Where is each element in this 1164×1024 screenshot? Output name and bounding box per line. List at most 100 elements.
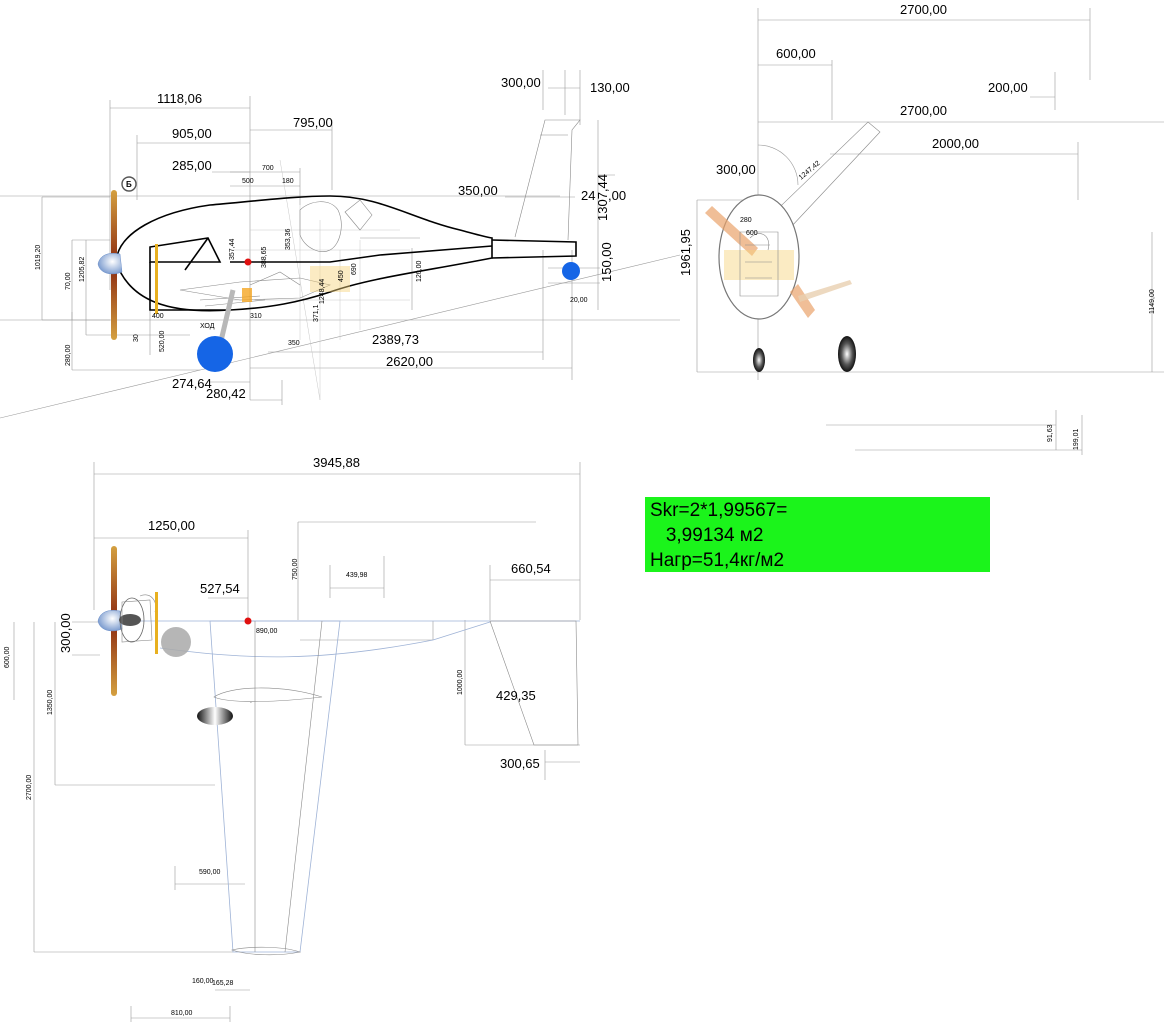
dim-1019: 1019,20 xyxy=(35,245,42,270)
front-dim-600-small: 600 xyxy=(746,230,758,237)
front-engine-sketch-icon xyxy=(739,231,779,297)
front-wing-left xyxy=(705,206,758,256)
top-dim-750: 750,00 xyxy=(292,558,299,580)
dim-450: 450 xyxy=(338,270,345,282)
dim-300: 300,00 xyxy=(501,75,541,90)
top-dim-810: 810,00 xyxy=(171,1010,193,1017)
dim-690: 690 xyxy=(351,263,358,275)
top-dim-1250: 1250,00 xyxy=(148,518,195,533)
label-hod: ХОД xyxy=(200,323,215,330)
top-dim-439: 439,98 xyxy=(346,572,368,579)
dim-00: ,00 xyxy=(608,188,626,203)
top-dim-165: 165,28 xyxy=(212,980,234,987)
calc-line-wing-load: Нагр=51,4кг/м2 xyxy=(650,550,785,571)
dim-180: 180 xyxy=(282,178,294,185)
dim-150: 150,00 xyxy=(599,242,614,282)
top-dim-2700: 2700,00 xyxy=(26,775,33,800)
front-dim-200: 200,00 xyxy=(988,80,1028,95)
marker-circle xyxy=(121,176,137,192)
dim-70: 70,00 xyxy=(65,272,72,290)
airfoil-note: ~ xyxy=(250,700,252,704)
front-wing-line xyxy=(757,121,881,229)
wheel-icon xyxy=(197,336,233,372)
dim-388: 388,65 xyxy=(261,246,268,268)
top-dim-600: 600,00 xyxy=(4,646,11,668)
top-dim-3945: 3945,88 xyxy=(313,455,360,470)
dim-280-42: 280,42 xyxy=(206,386,246,401)
dim-520: 520,00 xyxy=(159,330,166,352)
front-dim-1961: 1961,95 xyxy=(678,229,693,276)
front-dim-199: 199,01 xyxy=(1073,428,1080,450)
calc-line-wing-area: Skr=2*1,99567= xyxy=(650,500,788,521)
top-horizontal-tail xyxy=(489,620,579,746)
front-view-dimension-lines xyxy=(696,8,1164,455)
front-dim-300: 300,00 xyxy=(716,162,756,177)
top-dim-1350: 1350,00 xyxy=(47,690,54,715)
top-cg-marker-icon xyxy=(244,617,252,625)
dim-280: 280,00 xyxy=(65,344,72,366)
top-view-dimension-lines xyxy=(13,462,581,1022)
dim-310: 310 xyxy=(250,313,262,320)
top-view: ~ 3945,88 1250,00 527,54 660,54 300,00 4… xyxy=(4,455,581,1022)
top-dim-590: 590,00 xyxy=(199,869,221,876)
dim-700: 700 xyxy=(262,165,274,172)
spinner-icon xyxy=(97,253,123,275)
top-wheel-icon xyxy=(161,627,191,657)
dim-500: 500 xyxy=(242,178,254,185)
engine-sketch-icon xyxy=(179,199,373,307)
top-engine-sketch-icon xyxy=(119,594,156,643)
dim-400: 400 xyxy=(152,313,164,320)
front-dim-2700-top: 2700,00 xyxy=(900,2,947,17)
top-dim-660: 660,54 xyxy=(511,561,551,576)
dim-350-small: 350 xyxy=(288,340,300,347)
dim-371: 371,1 xyxy=(313,304,320,322)
front-dim-280: 280 xyxy=(740,217,752,224)
top-firewall-strut xyxy=(155,592,158,654)
front-dim-2700: 2700,00 xyxy=(900,103,947,118)
front-dim-600: 600,00 xyxy=(776,46,816,61)
airfoil-tip-section xyxy=(230,946,302,956)
dim-2389: 2389,73 xyxy=(372,332,419,347)
top-dim-527: 527,54 xyxy=(200,581,240,596)
dim-353: 353,36 xyxy=(285,228,292,250)
top-wing-outline xyxy=(209,620,341,953)
front-wheel-left xyxy=(753,348,765,372)
top-main-wheel-icon xyxy=(197,707,233,725)
dim-30: 30 xyxy=(133,334,140,342)
dim-20: 20,00 xyxy=(570,297,588,304)
front-view: 2700,00 600,00 200,00 2700,00 2000,00 30… xyxy=(678,2,1164,455)
side-view-dimension-lines xyxy=(0,70,681,419)
dim-357: 357,44 xyxy=(229,238,236,260)
fuselage-cross-section xyxy=(718,194,800,320)
top-dim-890: 890,00 xyxy=(256,628,278,635)
top-spinner-icon xyxy=(97,610,123,632)
wing-loading-calc-box: Skr=2*1,99567= 3,99134 м2 Нагр=51,4кг/м2 xyxy=(645,497,990,572)
top-dim-300-65: 300,65 xyxy=(500,756,540,771)
front-wheel-right xyxy=(838,336,856,372)
dim-2620: 2620,00 xyxy=(386,354,433,369)
dim-24: 24 xyxy=(581,188,595,203)
dim-285: 285,00 xyxy=(172,158,212,173)
dim-1118: 1118,06 xyxy=(157,91,202,106)
dim-1205: 1205,82 xyxy=(79,257,86,282)
front-tail-plane xyxy=(798,280,852,302)
front-dim-1149: 1149,00 xyxy=(1149,289,1156,314)
cg-marker-icon xyxy=(244,258,252,266)
front-dim-2000: 2000,00 xyxy=(932,136,979,151)
tail-wheel-icon xyxy=(562,262,580,280)
dim-795: 795,00 xyxy=(293,115,333,130)
dim-350: 350,00 xyxy=(458,183,498,198)
top-wing-inner xyxy=(254,620,323,953)
front-seat-highlight xyxy=(724,250,794,280)
firewall-strut xyxy=(155,244,158,314)
calc-line-area-result: 3,99134 м2 xyxy=(650,525,764,546)
dim-905: 905,00 xyxy=(172,126,212,141)
front-dim-91: 91,63 xyxy=(1047,424,1054,442)
dim-274: 274,64 xyxy=(172,376,212,391)
airfoil-section xyxy=(213,687,323,702)
top-dim-300: 300,00 xyxy=(58,613,73,653)
dim-120: 120,00 xyxy=(416,260,423,282)
side-view: 1118,06 905,00 795,00 285,00 300,00 130,… xyxy=(0,70,681,419)
top-dim-429: 429,35 xyxy=(496,688,536,703)
